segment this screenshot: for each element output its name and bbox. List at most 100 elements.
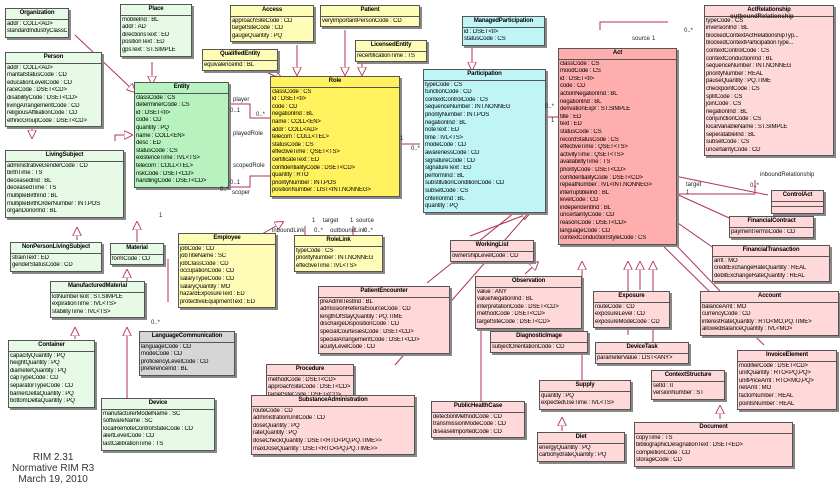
attribute: determinerCode : CS (136, 102, 190, 109)
class-living-subject[interactable]: LivingSubject administrativeGenderCode :… (5, 150, 124, 218)
class-name: LivingSubject (6, 151, 123, 162)
class-material[interactable]: Material formCode : CD (110, 243, 164, 266)
attribute: proficiencyLevelCode : CD (141, 358, 209, 365)
class-name: QualifiedEntity (203, 50, 277, 61)
class-name: Document (635, 423, 792, 434)
attribute: priorityNumber : INT.POS (425, 111, 490, 118)
attribute: time : IVL<TS> (425, 134, 463, 141)
attribute: negationInd : BL (706, 108, 748, 115)
class-name: FinancialContract (730, 217, 813, 228)
attribute: addr : COLL<AD> (7, 20, 53, 27)
attribute: quantity : PQ (541, 392, 574, 399)
attribute: desc : ED (136, 140, 161, 147)
class-qualified-entity[interactable]: QualifiedEntity equivalenceInd : BL (202, 49, 278, 72)
attribute: inversionInd : BL (706, 25, 749, 32)
class-name: Organization (6, 9, 68, 20)
class-public-health-case[interactable]: PublicHealthCase detectionMethodCode : C… (431, 401, 525, 439)
attribute: subsetCode : CS (425, 187, 469, 194)
class-patient[interactable]: Patient veryImportantPersonCode : CD (320, 5, 420, 28)
attribute: specialCourtesiesCode : DSET<CD> (320, 328, 414, 335)
attribute: routeCode : CD (595, 303, 635, 310)
attribute: pointsNumber : REAL (739, 400, 795, 407)
attribute: blockedContextParticipationType... (706, 40, 794, 47)
attribute: positionNumber : LIST<INT.NONNEG> (272, 187, 371, 194)
attribute: noteText : ED (425, 127, 460, 134)
label-outbound-rel-mult: 0..* (684, 28, 694, 34)
class-managed-participation[interactable]: ManagedParticipation id : DSET<II>status… (462, 16, 545, 46)
attribute: detectionMethodCode : CD (433, 413, 502, 420)
attribute: code : CD (272, 103, 298, 110)
attribute: preAdmitTestInd : BL (320, 298, 373, 305)
class-name: Access (231, 6, 313, 17)
attribute: code : CD (560, 83, 586, 90)
class-working-list[interactable]: WorkingList ownershipLevelCode : CD (450, 240, 534, 263)
class-name: Person (6, 53, 101, 64)
attribute: routeCode : CD (253, 407, 293, 414)
attribute: balanceAmt : MO (702, 303, 747, 310)
attribute: interpretationCode : DSET<CD> (477, 303, 559, 310)
title-line-version: RIM 2.31 (32, 452, 74, 463)
class-name: Exposure (594, 292, 669, 303)
attribute: typeCode : CS (706, 17, 744, 24)
attribute: equivalenceInd : BL (204, 61, 254, 68)
class-name: Place (121, 5, 191, 16)
label-inbound-link: inboundLink (272, 228, 305, 234)
attribute: completionCode : CD (636, 449, 691, 456)
attribute: classCode : CS (272, 88, 312, 95)
class-manufactured-material[interactable]: ManufacturedMaterial lotNumberText : ST.… (50, 281, 145, 319)
class-person[interactable]: Person addr : COLL<AD>maritalStatusCode … (5, 52, 102, 128)
attribute: formCode : CD (112, 255, 151, 262)
attribute: code : CD (136, 117, 162, 124)
attribute: jobCode : CD (180, 245, 215, 252)
attribute: targetSiteCode : CD (232, 25, 283, 32)
class-invoice-element[interactable]: InvoiceElement modifierCode : DSET<CD>un… (737, 350, 837, 411)
attribute: bibliographicDesignationText : DSET<ED> (636, 442, 743, 449)
attribute: occupationCode : CD (180, 268, 235, 275)
class-name: Patient (321, 6, 419, 17)
class-financial-contract[interactable]: FinancialContract paymentTermsCode : CD (729, 216, 814, 239)
attribute: alertLevelCode : CD (103, 433, 155, 440)
label-inbound-rel-mult: 0..* (750, 183, 760, 189)
attribute: diameterQuantity : PQ (10, 367, 67, 374)
attribute: carbohydrateQuantity : PQ (539, 452, 607, 459)
class-organization[interactable]: Organization addr : COLL<AD>standardIndu… (5, 8, 69, 38)
attribute: telecom : COLL<TEL> (136, 162, 193, 169)
label-source: source (356, 218, 375, 224)
class-device-task[interactable]: DeviceTask parameterValue : LIST<ANY> (595, 342, 689, 365)
class-licensed-entity[interactable]: LicensedEntity recertificationTime : TS (355, 40, 427, 63)
class-diagnostic-image[interactable]: DiagnosticImage subjectOrientationCode :… (490, 331, 588, 354)
class-name: Role (271, 77, 399, 88)
class-control-act[interactable]: ControlAct (771, 190, 824, 214)
attribute: priorityNumber : INT.POS (272, 179, 337, 186)
attribute: quantity : PQ (425, 203, 458, 210)
